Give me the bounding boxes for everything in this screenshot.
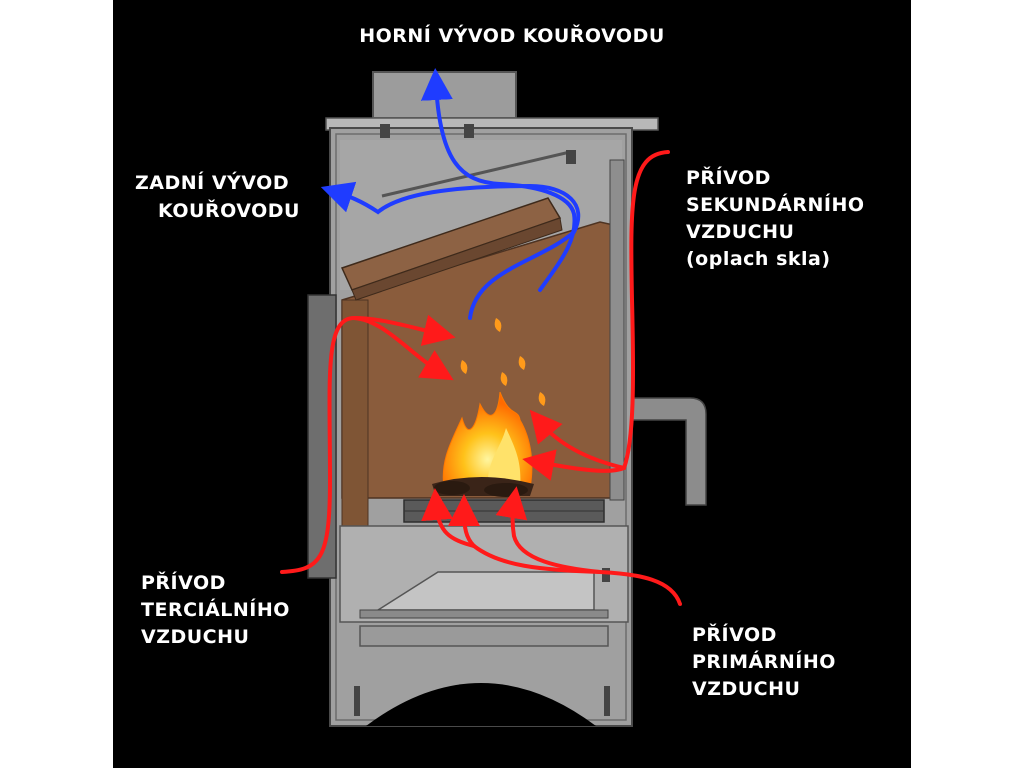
tertiary-air-arrow-branch: [352, 316, 454, 381]
stove-base-arch: [366, 683, 596, 726]
door-frame: [307, 294, 337, 579]
label-rear-flue-line1: ZADNÍ VÝVOD: [135, 170, 289, 194]
smoke-flow-arrows: [320, 68, 581, 320]
tertiary-air-arrow: [280, 314, 456, 574]
label-secondary-air-line2: SEKUNDÁRNÍHO: [686, 193, 865, 216]
primary-air-arrow-mid: [495, 486, 602, 574]
label-primary-air-line3: VZDUCHU: [692, 678, 800, 700]
secondary-air-channel: [609, 159, 625, 501]
label-rear-flue-line2: KOUŘOVODU: [158, 199, 300, 222]
label-secondary-air-line1: PŘÍVOD: [686, 166, 771, 189]
side-air-pipe: [631, 397, 707, 506]
label-secondary-air-line4: (oplach skla): [686, 248, 831, 270]
label-secondary-air-line3: VZDUCHU: [686, 221, 794, 243]
bolts: [354, 124, 610, 716]
label-top-flue: HORNÍ VÝVOD KOUŘOVODU: [359, 23, 665, 47]
secondary-air-arrow-branch: [529, 409, 626, 470]
label-primary-air-line2: PRIMÁRNÍHO: [692, 650, 836, 673]
label-tertiary-air-line3: VZDUCHU: [141, 626, 249, 648]
primary-air-arrow-left: [421, 488, 476, 548]
smoke-arrow-right-stream: [420, 68, 577, 292]
label-tertiary-air-line1: PŘÍVOD: [141, 571, 226, 594]
top-flue-pipe: [372, 71, 517, 125]
secondary-air-arrow: [522, 150, 670, 481]
flame-sparks: [460, 318, 546, 406]
label-tertiary-air-line2: TERCIÁLNÍHO: [141, 598, 290, 621]
label-primary-air-line1: PŘÍVOD: [692, 623, 777, 646]
primary-air-arrow: [448, 494, 682, 606]
air-flow-arrows: [280, 150, 682, 606]
